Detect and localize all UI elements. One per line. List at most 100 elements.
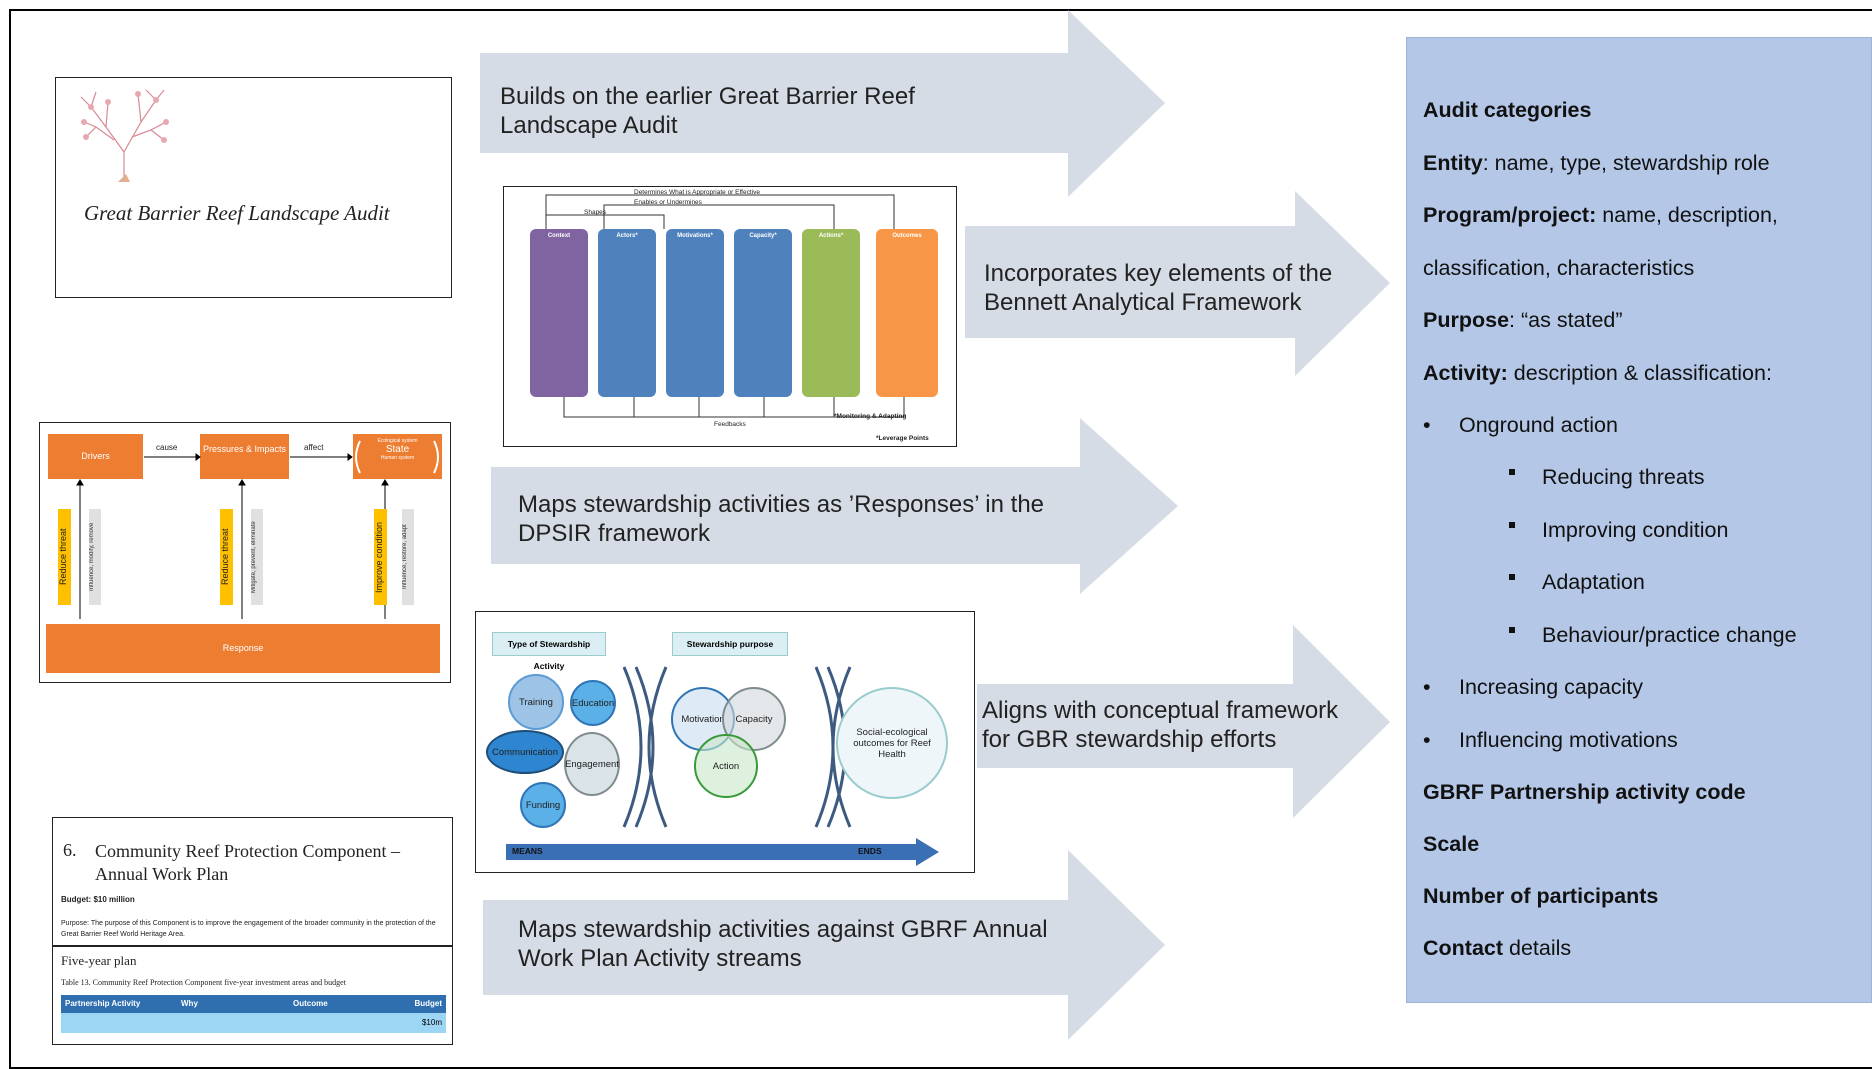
bennett-col-actions-title: Actions* bbox=[818, 233, 844, 239]
arrow-5 bbox=[483, 850, 1165, 1040]
arrow-5-line-2: Work Plan Activity streams bbox=[518, 945, 802, 972]
panel-program-cont: classification, characteristics bbox=[1423, 256, 1695, 280]
dpsir-state-top: Ecological system bbox=[377, 438, 418, 444]
scale-label: Scale bbox=[1423, 832, 1480, 856]
bennett-col-context-title: Context bbox=[547, 233, 571, 239]
dpsir-affect: affect bbox=[304, 443, 324, 452]
audit-categories-panel: Audit categories Entity: name, type, ste… bbox=[1406, 37, 1872, 1003]
concept-brackets bbox=[506, 666, 939, 866]
bullet-sub-1-square bbox=[1509, 469, 1515, 475]
arrow-4 bbox=[977, 625, 1390, 818]
panel-sub-3: Adaptation bbox=[1542, 570, 1645, 594]
program-label: Program/project: bbox=[1423, 203, 1597, 227]
arrow-2-text: Incorporates key elements of the Bennett… bbox=[984, 259, 1332, 317]
concept-purpose-label: Stewardship purpose bbox=[672, 632, 788, 656]
thumb-work-plan: 6. Community Reef Protection Component –… bbox=[52, 817, 453, 1045]
dpsir-response-label: Response bbox=[222, 643, 264, 653]
panel-activity: Activity: description & classification: bbox=[1423, 361, 1772, 386]
bennett-monitoring: *Monitoring & Adapting bbox=[834, 413, 907, 420]
workplan-heading-num: 6. bbox=[63, 840, 77, 860]
concept-funding: Funding bbox=[520, 782, 566, 828]
workplan-five-year: Five-year plan bbox=[61, 953, 137, 968]
workplan-table-caption: Table 13. Community Reef Protection Comp… bbox=[61, 978, 346, 987]
contact-rest: details bbox=[1503, 936, 1572, 960]
panel-heading-text: Audit categories bbox=[1423, 98, 1592, 122]
dpsir-pressures: Pressures & Impacts bbox=[200, 434, 289, 479]
arrow-1 bbox=[480, 10, 1165, 197]
workplan-th-why: Why bbox=[181, 999, 198, 1008]
bennett-col-outcomes-title: Outcomes bbox=[892, 233, 922, 239]
bennett-col-capacity-title: Capacity* bbox=[749, 233, 777, 239]
purpose-label: Purpose bbox=[1423, 308, 1510, 332]
bennett-top-label-1: Determines What is Appropriate or Effect… bbox=[634, 189, 760, 196]
concept-training: Training bbox=[508, 674, 564, 730]
entity-label: Entity bbox=[1423, 151, 1483, 175]
dpsir-bar-2-sub: Mitigate, prevent, eliminate bbox=[251, 509, 263, 605]
panel-sub-1: Reducing threats bbox=[1542, 465, 1705, 489]
concept-engagement: Engagement bbox=[564, 732, 620, 796]
dpsir-cause: cause bbox=[156, 443, 178, 452]
panel-increasing: Increasing capacity bbox=[1459, 675, 1644, 699]
arrow-5-text: Maps stewardship activities against GBRF… bbox=[518, 915, 1048, 973]
thumb-conceptual-framework: Type of Stewardship Activity Stewardship… bbox=[475, 611, 975, 873]
panel-entity: Entity: name, type, stewardship role bbox=[1423, 151, 1770, 176]
thumb-landscape-audit: Great Barrier Reef Landscape Audit bbox=[55, 77, 452, 298]
concept-ends: ENDS bbox=[858, 846, 882, 856]
program-rest: name, description, bbox=[1596, 203, 1778, 227]
panel-influencing: Influencing motivations bbox=[1459, 728, 1678, 752]
bullet-onground-dot: • bbox=[1423, 413, 1431, 437]
bennett-col-capacity: Capacity* bbox=[734, 229, 792, 397]
panel-contact: Contact details bbox=[1423, 936, 1571, 961]
concept-education: Education bbox=[570, 680, 616, 726]
dpsir-bar-2: Reduce threat bbox=[220, 509, 233, 605]
arrow-3 bbox=[491, 418, 1178, 594]
bullet-influencing-dot: • bbox=[1423, 728, 1431, 752]
workplan-divider bbox=[53, 945, 452, 947]
concept-means: MEANS bbox=[512, 846, 543, 856]
dpsir-bar-3-sub: Influence, restore, adapt bbox=[402, 509, 414, 605]
dpsir-state-bottom: Human system bbox=[380, 455, 415, 461]
arrow-2 bbox=[965, 191, 1390, 376]
arrow-2-line-1: Incorporates key elements of the bbox=[984, 260, 1333, 287]
panel-program: Program/project: name, description, bbox=[1423, 203, 1778, 228]
dpsir-state: Ecological system State Human system bbox=[353, 434, 442, 479]
dpsir-drivers: Drivers bbox=[48, 434, 143, 479]
workplan-budget-value: $10m bbox=[421, 1018, 442, 1027]
panel-gbrf: GBRF Partnership activity code bbox=[1423, 780, 1746, 805]
bullet-sub-4-square bbox=[1509, 627, 1515, 633]
concept-communication: Communication bbox=[486, 730, 564, 774]
dpsir-state-label: State bbox=[385, 444, 410, 455]
panel-purpose: Purpose: “as stated” bbox=[1423, 308, 1623, 333]
panel-heading: Audit categories bbox=[1423, 98, 1591, 123]
bennett-col-motivations-title: Motivations* bbox=[677, 233, 713, 239]
dpsir-bar-1: Reduce threat bbox=[58, 509, 71, 605]
bennett-lines bbox=[545, 194, 905, 418]
arrow-3-text: Maps stewardship activities as ’Response… bbox=[518, 490, 1044, 548]
arrow-1-line-2: Landscape Audit bbox=[500, 112, 678, 139]
participants-label: Number of participants bbox=[1423, 884, 1659, 908]
dpsir-pressures-label: Pressures & Impacts bbox=[202, 444, 287, 454]
contact-label: Contact bbox=[1423, 936, 1504, 960]
bennett-top-label-3: Shapes bbox=[584, 209, 607, 216]
activity-label: Activity: bbox=[1423, 361, 1508, 385]
arrow-2-line-2: Bennett Analytical Framework bbox=[984, 289, 1302, 316]
workplan-th-outcome: Outcome bbox=[293, 999, 328, 1008]
concept-outcome: Social-ecological outcomes for Reef Heal… bbox=[836, 687, 948, 799]
bennett-col-actors: Actors* bbox=[598, 229, 656, 397]
purpose-rest: : “as stated” bbox=[1509, 308, 1623, 332]
arrow-3-line-1: Maps stewardship activities as ’Response… bbox=[518, 491, 1045, 518]
bennett-col-motivations: Motivations* bbox=[666, 229, 724, 397]
dpsir-response: Response bbox=[46, 624, 440, 673]
panel-onground: Onground action bbox=[1459, 413, 1618, 437]
workplan-table-header: Partnership Activity Why Outcome Budget bbox=[61, 995, 446, 1013]
gbrf-label: GBRF Partnership activity code bbox=[1423, 780, 1746, 804]
workplan-th-budget: Budget bbox=[414, 999, 442, 1008]
arrow-1-text: Builds on the earlier Great Barrier Reef… bbox=[500, 82, 915, 140]
arrow-4-text: Aligns with conceptual framework for GBR… bbox=[982, 696, 1338, 754]
panel-sub-2: Improving condition bbox=[1542, 518, 1729, 542]
panel-participants: Number of participants bbox=[1423, 884, 1658, 909]
panel-sub-4: Behaviour/practice change bbox=[1542, 623, 1797, 647]
arrow-1-line-1: Builds on the earlier Great Barrier Reef bbox=[500, 83, 915, 110]
thumb-dpsir: Drivers Pressures & Impacts Ecological s… bbox=[39, 422, 451, 683]
